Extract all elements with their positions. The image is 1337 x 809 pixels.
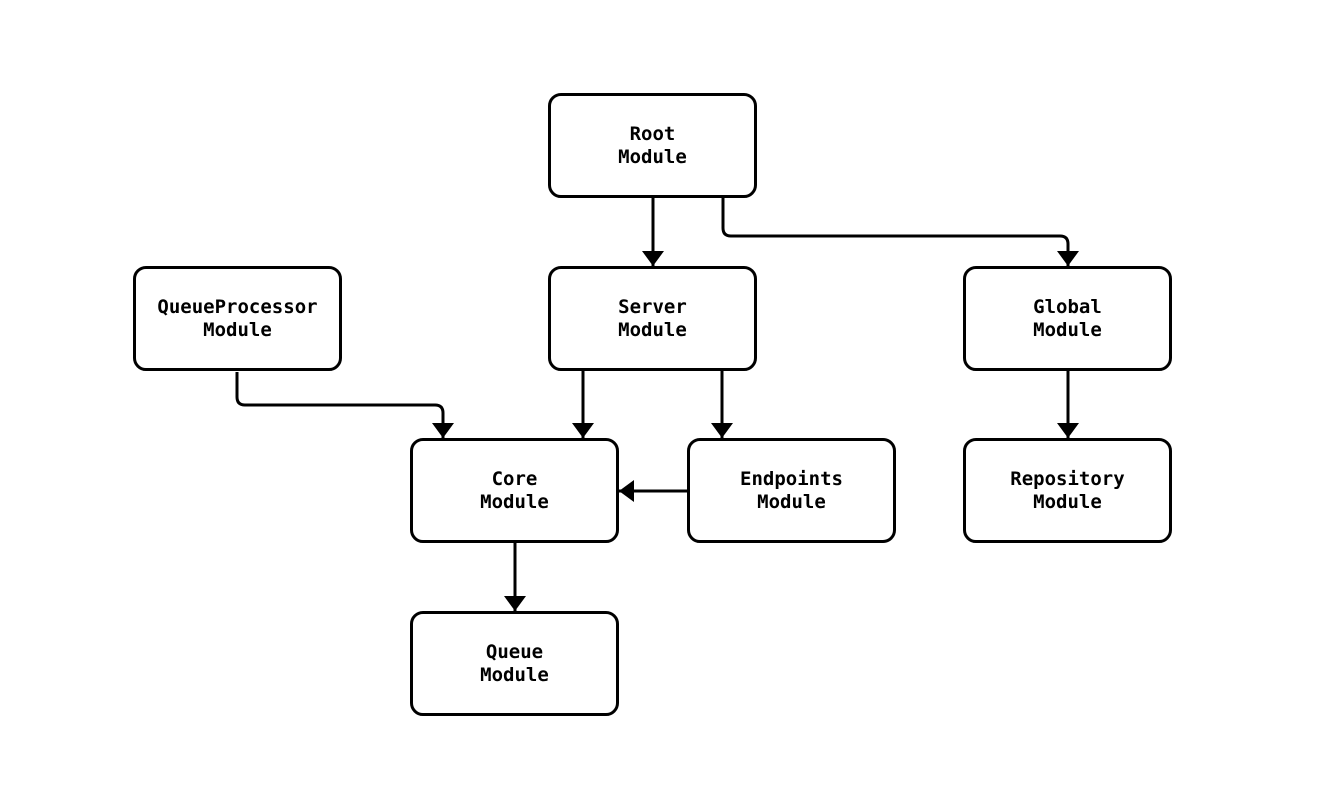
node-endpoints: Endpoints Module bbox=[687, 438, 896, 543]
node-root: Root Module bbox=[548, 93, 757, 198]
node-queueprocessor: QueueProcessor Module bbox=[133, 266, 342, 371]
node-queue: Queue Module bbox=[410, 611, 619, 716]
edge-root-global bbox=[721, 198, 1079, 266]
node-global: Global Module bbox=[963, 266, 1172, 371]
node-core: Core Module bbox=[410, 438, 619, 543]
node-label: Core Module bbox=[480, 467, 549, 513]
node-label: Server Module bbox=[618, 295, 687, 341]
edge-queueprocessor-core bbox=[235, 372, 454, 438]
node-label: Root Module bbox=[618, 122, 687, 168]
node-label: Endpoints Module bbox=[740, 467, 843, 513]
node-label: QueueProcessor Module bbox=[157, 295, 318, 341]
node-repository: Repository Module bbox=[963, 438, 1172, 543]
node-server: Server Module bbox=[548, 266, 757, 371]
edge-group bbox=[235, 198, 1079, 611]
node-label: Global Module bbox=[1033, 295, 1102, 341]
node-label: Queue Module bbox=[480, 640, 549, 686]
node-label: Repository Module bbox=[1010, 467, 1125, 513]
